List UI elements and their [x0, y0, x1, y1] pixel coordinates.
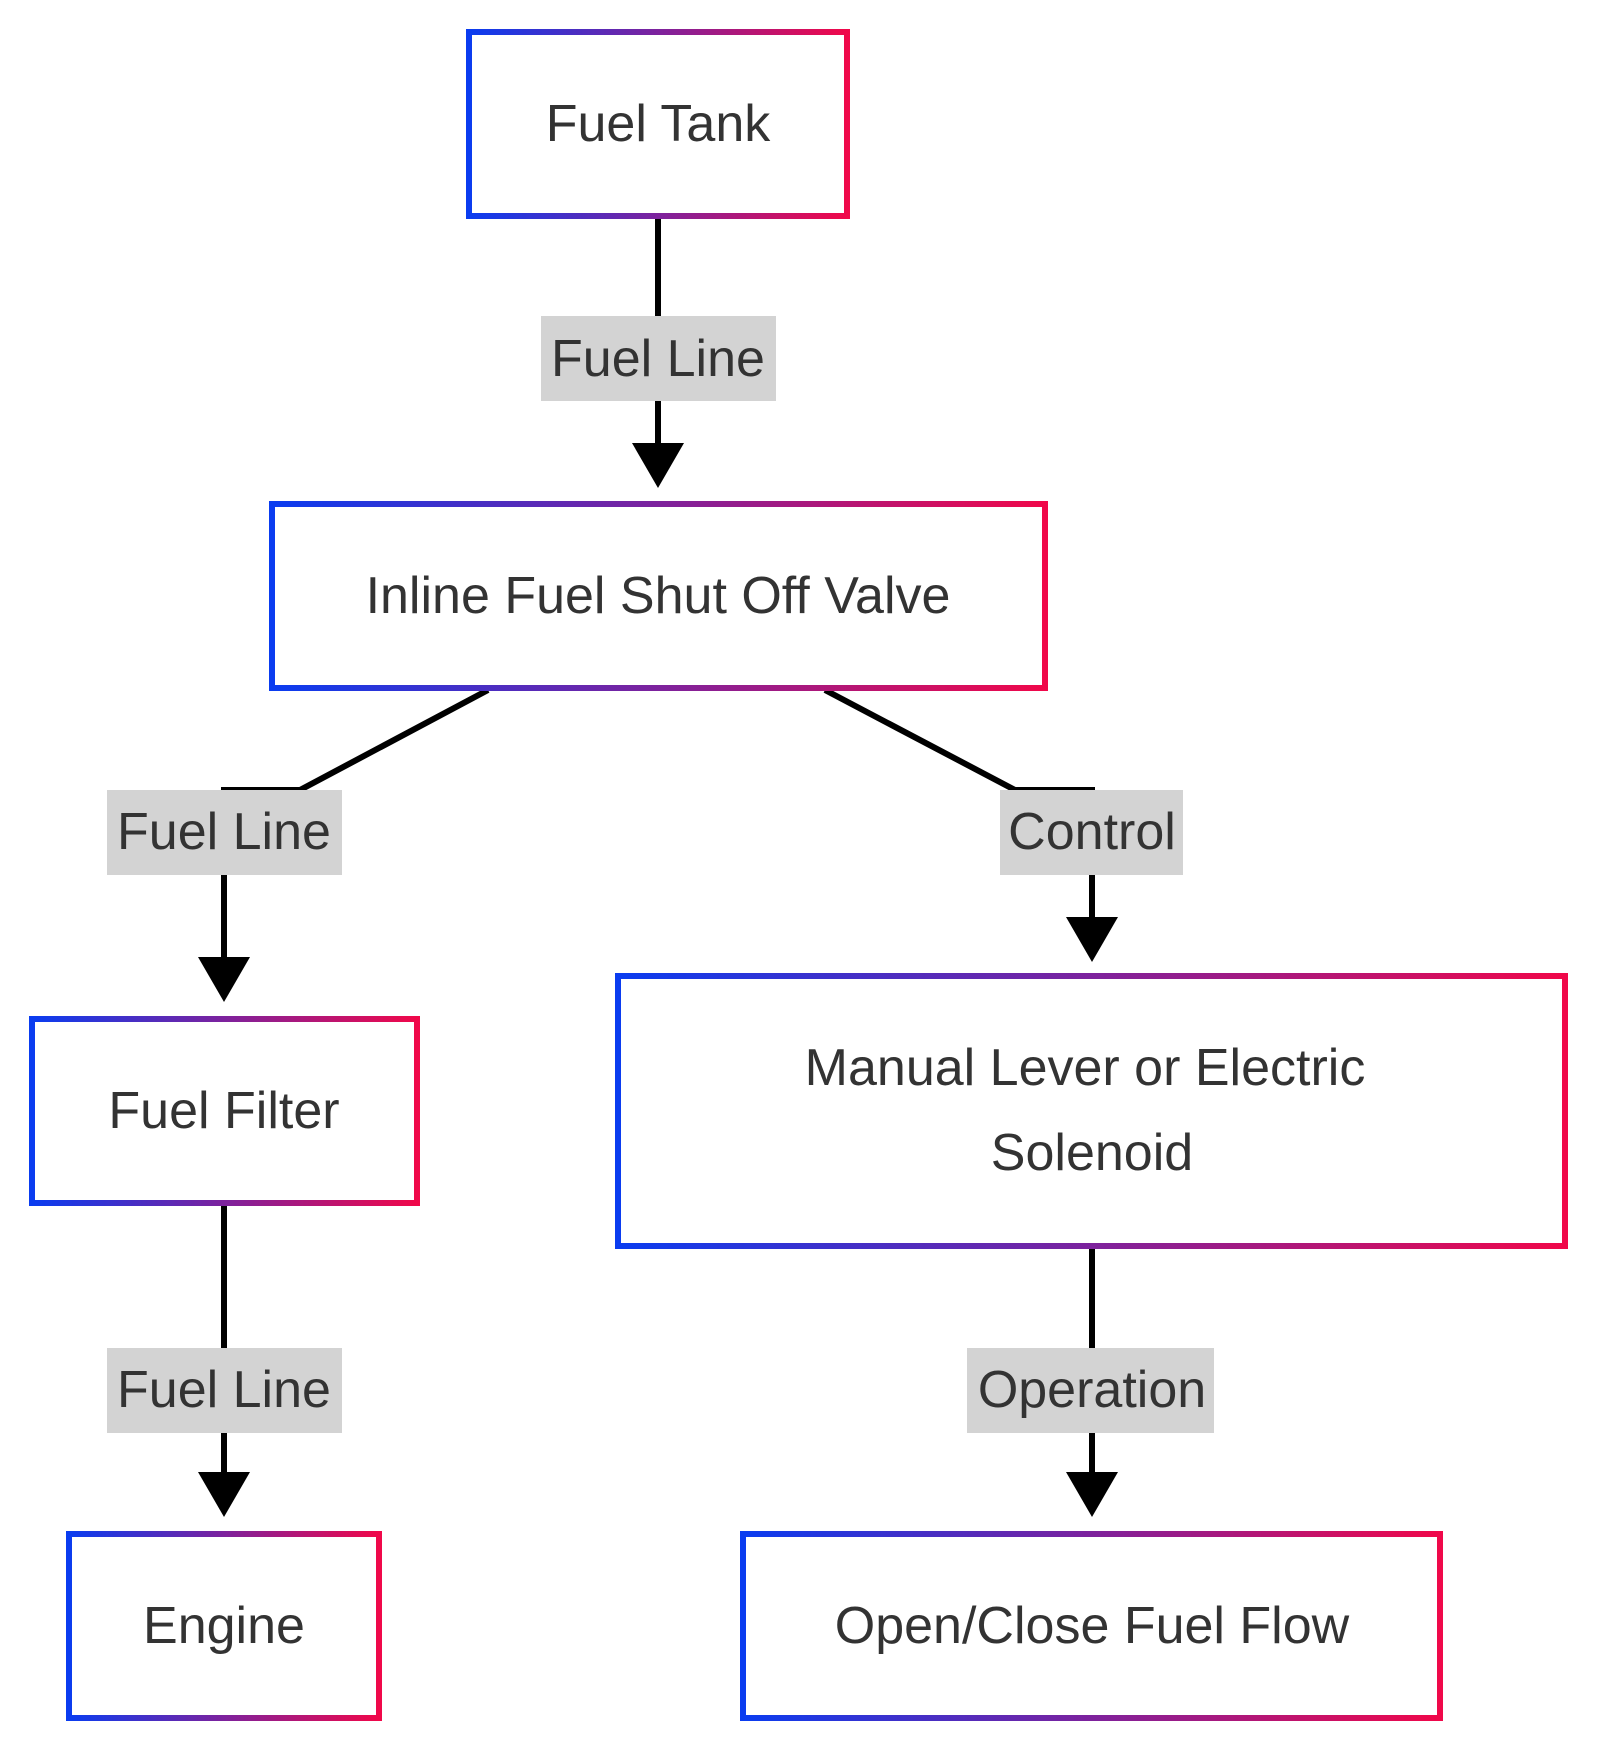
- edge-label-valve-to-filter: Fuel Line: [107, 790, 342, 875]
- node-open-close-flow: Open/Close Fuel Flow: [740, 1531, 1443, 1721]
- edge-label-filter-to-engine: Fuel Line: [107, 1348, 342, 1433]
- node-label: Engine: [143, 1597, 305, 1655]
- node-engine: Engine: [66, 1531, 382, 1721]
- edge-label-text: Operation: [978, 1361, 1206, 1419]
- node-label: Open/Close Fuel Flow: [835, 1597, 1350, 1655]
- edge-label-text: Fuel Line: [117, 1361, 331, 1419]
- edge-label-tank-to-valve: Fuel Line: [541, 316, 776, 401]
- edge-label-text: Control: [1008, 803, 1176, 861]
- node-inline-valve: Inline Fuel Shut Off Valve: [269, 501, 1048, 691]
- edge-label-text: Fuel Line: [551, 330, 765, 388]
- node-control-mechanism: Manual Lever or Electric Solenoid: [615, 973, 1568, 1249]
- node-label-line-1: Manual Lever or Electric: [805, 1039, 1366, 1097]
- node-label: Fuel Tank: [546, 95, 772, 153]
- node-fuel-filter: Fuel Filter: [29, 1016, 420, 1206]
- node-fuel-tank: Fuel Tank: [466, 29, 850, 219]
- edge-labels: Fuel Line Fuel Line Control Fuel Line Op…: [107, 316, 1214, 1433]
- node-label-line-2: Solenoid: [991, 1124, 1193, 1182]
- edge-label-control-to-flow: Operation: [967, 1348, 1214, 1433]
- edge-label-text: Fuel Line: [117, 803, 331, 861]
- node-label: Fuel Filter: [108, 1082, 339, 1140]
- edge-label-valve-to-control: Control: [1000, 790, 1183, 875]
- nodes: Fuel Tank Inline Fuel Shut Off Valve Fue…: [29, 29, 1568, 1721]
- node-label: Inline Fuel Shut Off Valve: [366, 567, 951, 625]
